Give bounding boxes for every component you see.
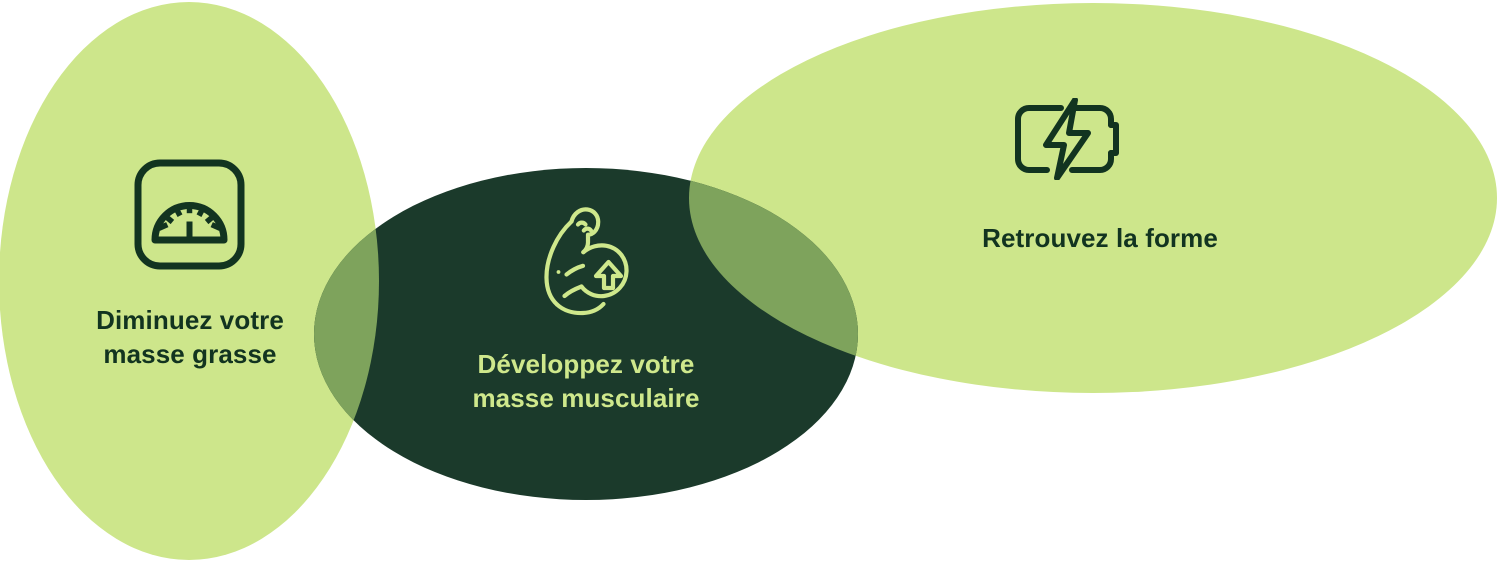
ellipse-right — [689, 3, 1497, 393]
ellipse-left — [0, 2, 379, 560]
bathroom-scale-icon — [133, 158, 246, 271]
battery-charging-icon — [1012, 97, 1122, 181]
flexed-biceps-up-arrow-icon — [528, 200, 644, 326]
